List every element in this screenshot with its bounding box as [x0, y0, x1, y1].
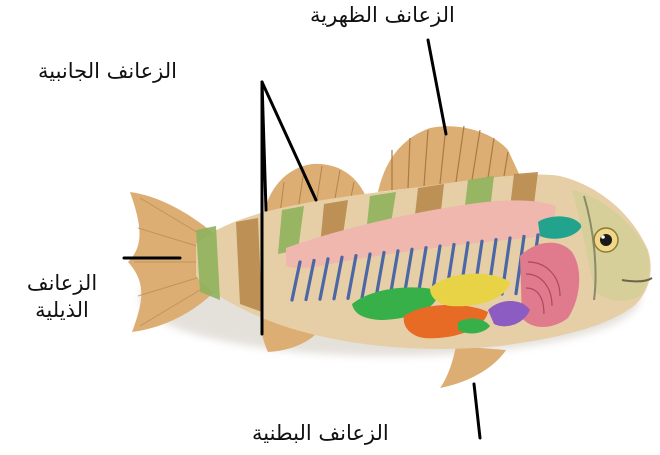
label-caudal-fins: الزعانف الذيلية — [12, 270, 112, 324]
label-ventral-fins: الزعانف البطنية — [252, 420, 389, 447]
leader-ventral — [474, 384, 480, 438]
eye-highlight — [601, 235, 605, 239]
leader-dorsal — [428, 40, 446, 134]
label-dorsal-fins: الزعانف الظهرية — [310, 2, 455, 29]
label-caudal-line-1: الزعانف — [12, 270, 112, 297]
label-caudal-line-2: الذيلية — [12, 297, 112, 324]
label-lateral-fins: الزعانف الجانبية — [38, 58, 177, 85]
